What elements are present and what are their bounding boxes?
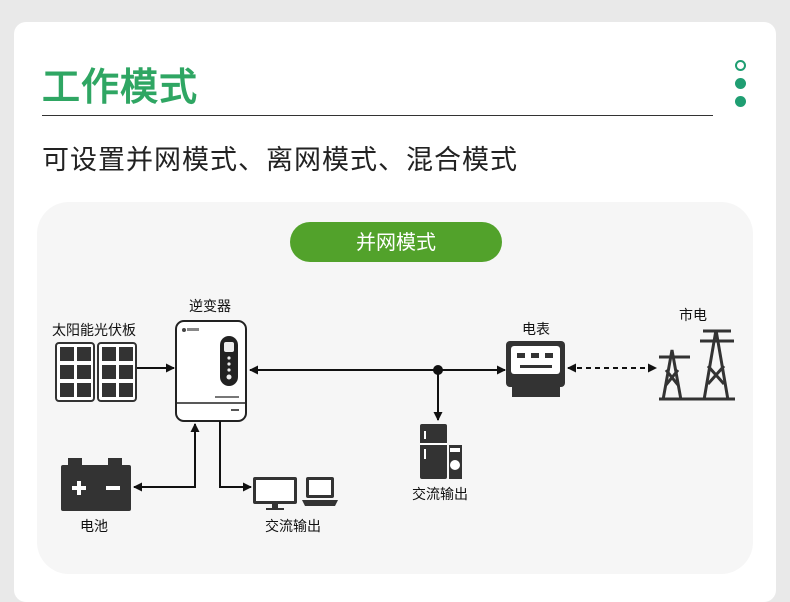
grid-label: 市电 xyxy=(679,308,707,324)
dot-icon xyxy=(735,78,746,89)
title-divider xyxy=(42,115,713,116)
power-tower-icon xyxy=(659,329,735,401)
decorative-dots xyxy=(735,60,746,114)
meter-label: 电表 xyxy=(522,322,550,338)
solar-panel-icon xyxy=(55,342,137,402)
dot-icon xyxy=(735,96,746,107)
mode-badge: 并网模式 xyxy=(290,222,502,262)
solar-panel-label: 太阳能光伏板 xyxy=(52,323,136,339)
inverter-label: 逆变器 xyxy=(189,299,231,315)
ac-output-left-label: 交流输出 xyxy=(265,519,321,535)
page-title: 工作模式 xyxy=(42,65,199,109)
battery-icon xyxy=(61,458,131,511)
dot-icon xyxy=(735,60,746,71)
battery-label: 电池 xyxy=(80,519,108,535)
ac-output-right-label: 交流输出 xyxy=(412,487,468,503)
inverter-battery-arrow xyxy=(133,423,200,492)
appliance-icon xyxy=(420,424,462,479)
computer-icon xyxy=(253,477,338,510)
meter-icon xyxy=(506,341,565,397)
system-diagram xyxy=(55,320,735,511)
inverter-output-arrow xyxy=(219,421,252,492)
inverter-icon xyxy=(175,320,247,422)
junction-dot xyxy=(433,365,443,375)
diagram-panel xyxy=(37,202,753,574)
page-subtitle: 可设置并网模式、离网模式、混合模式 xyxy=(42,145,518,176)
connector-lines xyxy=(133,363,657,492)
